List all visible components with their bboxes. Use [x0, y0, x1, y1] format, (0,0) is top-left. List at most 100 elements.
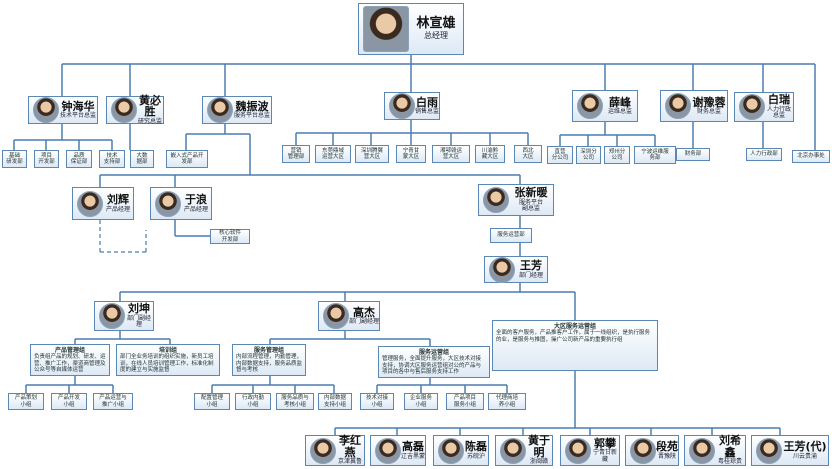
exec-card-xie[interactable]: 谢豫蓉财务总监 [660, 90, 728, 122]
ceo-card[interactable]: 林宣雄 总经理 [358, 3, 464, 55]
manager-name: 刘辉 [107, 193, 129, 207]
team-box[interactable]: 企业服务 小组 [404, 393, 438, 410]
avatar [99, 303, 125, 329]
ceo-name: 林宣雄 [416, 16, 456, 32]
regional-card[interactable]: 陈磊苏皖沪 [433, 435, 489, 466]
dept-head-liukun[interactable]: 刘坤部门副经理 [94, 301, 154, 331]
head-title: 部门副经理 [349, 318, 380, 326]
regional-card[interactable]: 黄于明浙闽赣 [495, 435, 553, 466]
dept-box[interactable]: 直营 分公司 [547, 146, 573, 164]
dept-box[interactable]: 营销 管理部 [282, 145, 310, 163]
group-service-management[interactable]: 服务管理组 内部流程管理，内勤管理，内部数据支持，服务品质监督与考核 [232, 344, 306, 376]
avatar [310, 437, 336, 464]
dept-box[interactable]: 深圳分 公司 [576, 146, 601, 164]
exec-name: 薛峰 [609, 95, 631, 109]
group-title: 培训组 [158, 347, 177, 354]
manager-title: 服务平台 副总监 [518, 198, 543, 213]
dept-box[interactable]: 宁青甘 蒙大区 [396, 145, 426, 163]
exec-title: 服务平台总监 [233, 112, 270, 120]
team-box[interactable]: 代理商培 养小组 [488, 393, 526, 410]
regional-area: 浙闽赣 [529, 458, 548, 466]
exec-title: 销售总监 [415, 108, 440, 116]
team-box[interactable]: 产品项目 服务小组 [446, 393, 484, 410]
dept-box[interactable]: 湘鄂赣运 营大区 [432, 145, 470, 163]
exec-card-bairui[interactable]: 白瑞人力行政总监 [734, 92, 794, 122]
exec-name: 魏振波 [235, 99, 269, 113]
exec-card-huang[interactable]: 黄必胜研究总监 [106, 93, 164, 125]
exec-card-xue[interactable]: 薛峰运维总监 [572, 90, 638, 122]
team-box[interactable]: 行政内勤 小组 [235, 393, 271, 410]
dept-box[interactable]: 项目 开发部 [34, 150, 59, 168]
group-training[interactable]: 培训组 部门全业务培训的组织实施，新员工培训，在线人员培训管理工作，标准化制度的… [116, 344, 220, 376]
dept-box[interactable]: 人力行政部 [746, 148, 782, 161]
dept-box[interactable]: 西北 大区 [514, 145, 542, 163]
team-box[interactable]: 产品运营与 推广小组 [93, 393, 133, 410]
avatar [500, 437, 526, 464]
team-box[interactable]: 服务品质与 考核小组 [276, 393, 314, 410]
exec-title: 人力行政总监 [766, 105, 791, 120]
team-box[interactable]: 产品开发 小组 [51, 393, 87, 410]
regional-area: 京津冀鲁 [337, 458, 362, 466]
avatar [756, 437, 782, 464]
dept-box[interactable]: 基础 研发部 [2, 150, 27, 168]
exec-title: 运维总监 [607, 108, 632, 116]
group-desc: 负责组产品的规划、研发、运营、推广工作，渠道商管理及公众号等自媒体运营 [34, 354, 106, 374]
group-title: 服务管理组 [253, 347, 284, 354]
avatar [155, 190, 181, 217]
avatar [577, 93, 603, 119]
group-title: 大区服务运营组 [553, 323, 596, 330]
head-name: 高杰 [353, 305, 375, 319]
avatar [375, 437, 401, 464]
dept-box[interactable]: 财务部 [676, 148, 710, 161]
regional-card[interactable]: 郭攀宁青甘新藏 [560, 435, 620, 466]
dept-box[interactable]: 宁波运维服 务部 [634, 146, 676, 164]
exec-title: 财务总监 [696, 108, 721, 116]
regional-card[interactable]: 刘希鑫粤桂琼贵 [684, 435, 746, 466]
dept-manager-wangfang[interactable]: 王芳部门经理 [484, 256, 548, 283]
dept-box[interactable]: 北京办事处 [792, 150, 830, 163]
core-software-dept[interactable]: 核心软件 开发部 [210, 229, 250, 244]
manager-card-yulang[interactable]: 于浪产品经理 [150, 187, 212, 220]
dept-box[interactable]: 品质 保证部 [66, 150, 92, 168]
exec-name: 黄必胜 [139, 93, 161, 119]
regional-area: 宁青甘新藏 [592, 449, 617, 463]
dept-box[interactable]: 东莞鼎域 运营大区 [315, 145, 351, 163]
manager-card-liuhui[interactable]: 刘辉产品经理 [72, 187, 134, 220]
regional-area: 川云贵渝 [792, 452, 817, 460]
manager-title: 产品经理 [105, 205, 130, 213]
avatar [739, 94, 765, 120]
team-box[interactable]: 内部数据 支持小组 [318, 393, 352, 410]
regional-card[interactable]: 段苑晋豫陕 [625, 435, 679, 466]
regional-name: 刘希鑫 [719, 434, 741, 459]
service-ops-dept[interactable]: 服务运营部 [490, 228, 532, 243]
exec-card-baiyu[interactable]: 白雨销售总监 [384, 92, 440, 120]
group-regional-operations[interactable]: 大区服务运营组 全面的客户服务，产品推客户工作，属于一线组织，是执行服务的业，是… [492, 320, 658, 371]
regional-name: 王芳(代) [783, 440, 827, 454]
ceo-title: 总经理 [424, 31, 448, 41]
avatar [565, 437, 591, 464]
dept-box[interactable]: 大数 据部 [130, 150, 154, 168]
dept-box[interactable]: 嵌入式产品开 发部 [166, 150, 208, 168]
exec-name: 白雨 [416, 95, 438, 109]
group-desc: 管理服务，全面提升服务，大区技术对接支持，协调大区服务运营组对公的产品与项目的各… [382, 356, 482, 376]
ceo-photo [363, 6, 409, 52]
regional-card[interactable]: 李红燕京津冀鲁 [305, 435, 365, 466]
dept-head-gaojie[interactable]: 高杰部门副经理 [318, 301, 380, 331]
exec-card-zhong[interactable]: 钟海华技术平台总监 [28, 96, 98, 124]
manager-card-zhang[interactable]: 张新暖服务平台 副总监 [478, 184, 554, 216]
team-box[interactable]: 技术对接 小组 [360, 393, 394, 410]
group-service-operations[interactable]: 服务运营组 管理服务，全面提升服务，大区技术对接支持，协调大区服务运营组对公的产… [378, 346, 490, 378]
team-box[interactable]: 产品策划 小组 [8, 393, 44, 410]
regional-card[interactable]: 高磊辽吉黑蒙 [370, 435, 426, 466]
dept-box[interactable]: 深圳腾翼 营大区 [355, 145, 389, 163]
avatar [438, 437, 464, 464]
dept-box[interactable]: 川渝黔 藏大区 [475, 145, 505, 163]
manager-title: 产品经理 [183, 205, 208, 213]
group-product-management[interactable]: 产品管理组 负责组产品的规划、研发、运营、推广工作，渠道商管理及公众号等自媒体运… [30, 344, 110, 376]
regional-card[interactable]: 王芳(代)川云贵渝 [751, 435, 829, 466]
exec-title: 研究总监 [137, 117, 162, 125]
dept-box[interactable]: 技术 支持部 [99, 150, 125, 168]
team-box[interactable]: 配置管理 小组 [194, 393, 230, 410]
exec-card-wei[interactable]: 魏振波服务平台总监 [202, 96, 272, 124]
dept-box[interactable]: 郑州分 公司 [604, 146, 630, 164]
